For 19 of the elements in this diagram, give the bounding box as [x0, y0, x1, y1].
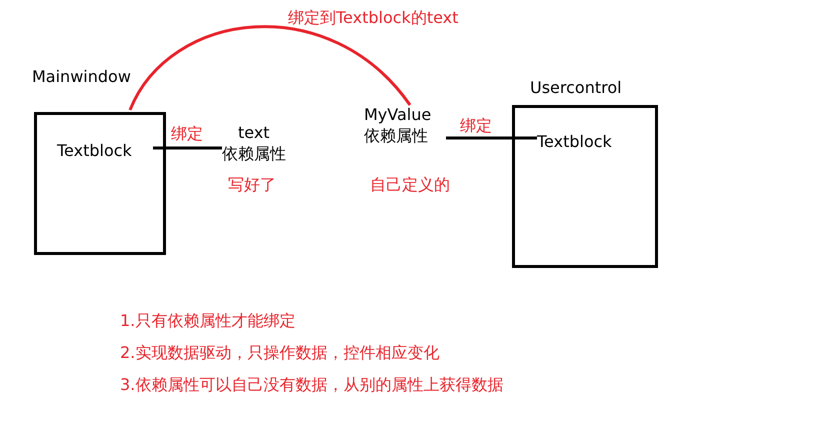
note-text: 自己定义的 [370, 175, 450, 194]
binding-line [128, 25, 412, 111]
property-name: Textblock [57, 141, 132, 160]
window-title: Usercontrol [530, 78, 622, 97]
binding-line [153, 146, 222, 150]
edge-label: 绑定到Textblock的text [288, 8, 458, 27]
property-name: text [238, 123, 270, 142]
window-title: Mainwindow [32, 67, 131, 86]
binding-line [446, 136, 537, 140]
note-text: 1.只有依赖属性才能绑定 [120, 311, 296, 330]
property-type: 依赖属性 [364, 126, 428, 145]
note-text: 3.依赖属性可以自己没有数据，从别的属性上获得数据 [120, 375, 504, 394]
note-text: 2.实现数据驱动，只操作数据，控件相应变化 [120, 343, 440, 362]
property-type: 依赖属性 [222, 144, 286, 163]
property-name: MyValue [364, 105, 432, 124]
property-name: Textblock [537, 132, 612, 151]
edge-label: 绑定 [460, 116, 492, 135]
edge-label: 绑定 [171, 124, 203, 143]
note-text: 写好了 [228, 175, 276, 194]
